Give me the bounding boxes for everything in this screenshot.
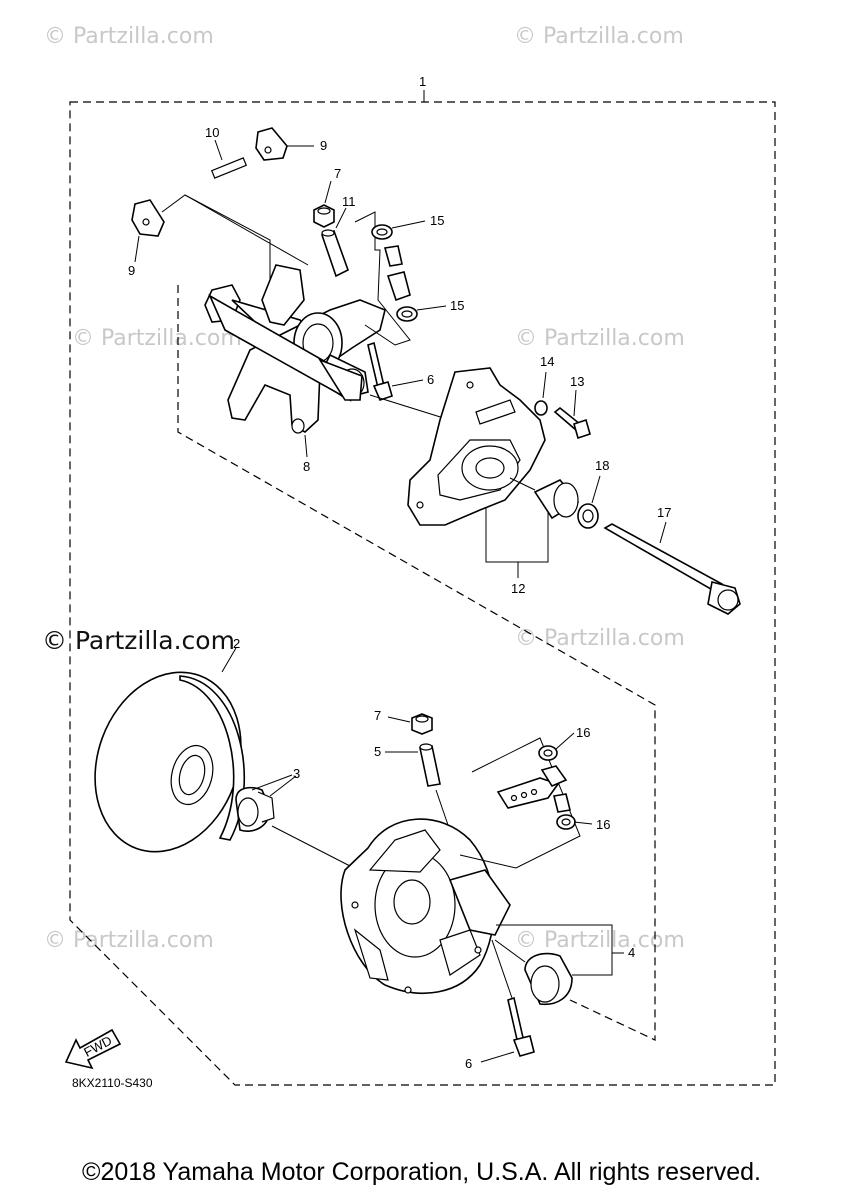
watermark-center-right: © Partzilla.com [515,626,685,651]
callout-6b: 6 [465,1056,472,1071]
part-7-nut-lower [411,713,433,735]
callout-2: 2 [233,636,240,651]
part-3-spacer [235,786,275,832]
watermark-center-left: © Partzilla.com [42,626,235,655]
watermark-mid-left: © Partzilla.com [72,326,242,351]
callout-9a: 9 [320,138,327,153]
watermark-mid-right: © Partzilla.com [515,326,685,351]
leader-3b [269,775,297,797]
part-12-bushing [533,479,580,520]
part-5-collar [419,743,441,787]
callout-11: 11 [342,194,356,209]
part-16-washer-top [538,745,558,761]
part-6-bolt-upper [367,341,393,401]
part-9-weight-left [131,199,165,237]
leader-8 [304,434,308,458]
part-4-movable-sheave [340,818,511,994]
callout-13: 13 [570,374,584,389]
leader-17 [659,521,667,544]
bracket-16 [459,737,581,869]
part-4-bushing [524,952,573,1006]
callout-18: 18 [595,458,609,473]
callout-12: 12 [511,581,525,596]
part-9-weight-top [255,127,288,161]
leader-6a [391,379,424,387]
callout-9b: 9 [128,263,135,278]
part-15-roller-2 [386,271,411,302]
part-15-washer-top [371,224,393,240]
part-2-fixed-sheave [94,671,246,853]
callout-15b: 15 [450,298,464,313]
part-16-roller [553,793,571,813]
part-15-washer-bottom [396,306,418,322]
watermark-top-right: © Partzilla.com [514,24,684,49]
leader-11 [335,207,347,229]
fwd-arrow-icon: FWD [64,1028,122,1070]
callout-10: 10 [205,125,219,140]
part-11-collar [320,229,349,278]
axis-line-lower [271,825,351,867]
axis-line-bolt-6 [491,939,513,999]
watermark-lower-left: © Partzilla.com [44,928,214,953]
part-17-long-bolt [603,523,741,615]
leader-13 [573,389,577,417]
callout-5: 5 [374,744,381,759]
diagram-code: 8KX2110-S430 [72,1076,153,1090]
part-15-roller-1 [383,245,403,267]
bracket-12 [485,508,549,563]
callout-7a: 7 [334,166,341,181]
leader-15a [391,220,426,229]
leader-16a [555,732,575,750]
part-10-pin [210,157,248,179]
leader-16b [573,821,593,825]
leader-3a [251,774,293,791]
leader-7a [324,180,332,204]
part-6-bolt-lower [507,996,535,1057]
callout-15a: 15 [430,213,444,228]
leader-15b [416,305,447,311]
axis-line-bushing [509,477,536,491]
axis-line-bushing-4 [494,939,526,963]
leader-10 [214,139,223,161]
copyright-notice: ©2018 Yamaha Motor Corporation, U.S.A. A… [82,1158,761,1186]
assembly-boundary [69,101,776,1086]
part-16-washer-bottom [556,814,576,830]
leader-14 [542,371,547,399]
leader-18 [591,475,601,504]
part-13-bolt [553,406,591,440]
guide-line-9b [184,194,309,266]
bracket-4 [496,924,613,976]
part-14-washer [534,400,548,416]
leader-7b [387,716,411,723]
callout-17: 17 [657,505,671,520]
watermark-top-left: © Partzilla.com [44,24,214,49]
callout-4: 4 [628,945,635,960]
callout-8: 8 [303,459,310,474]
bracket-15 [354,211,411,346]
axis-line-upper [369,394,451,421]
part-7-nut-top [313,204,335,228]
leader-6b [480,1051,515,1063]
leader-9b [134,235,140,263]
callout-14: 14 [540,354,554,369]
part-12-cover [407,367,546,526]
callout-7b: 7 [374,708,381,723]
subassembly-boundary [177,285,656,1041]
callout-6a: 6 [427,372,434,387]
guide-line-9 [161,194,271,290]
callout-1: 1 [419,74,426,89]
part-18-washer [577,503,599,529]
leader-2 [221,647,237,673]
callout-16a: 16 [576,725,590,740]
part-16-weight-plate [496,765,568,809]
callout-3: 3 [293,766,300,781]
axis-line-collar-5 [435,789,449,826]
part-8-shaft [208,294,363,402]
watermark-lower-right: © Partzilla.com [515,928,685,953]
callout-16b: 16 [596,817,610,832]
